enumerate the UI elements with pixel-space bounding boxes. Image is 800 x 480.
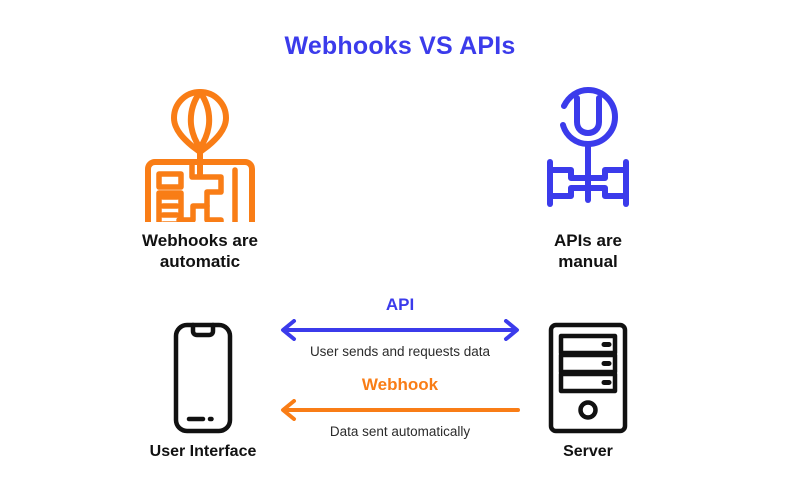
comparison-item-webhooks: Webhooks are automatic xyxy=(80,82,320,273)
page-title: Webhooks VS APIs xyxy=(284,32,516,60)
server-tower-icon xyxy=(488,312,688,434)
comparison-item-apis: APIs are manual xyxy=(468,82,708,273)
diagram-node-user-interface: User Interface xyxy=(103,312,303,461)
comparison-caption-webhooks: Webhooks are automatic xyxy=(142,231,258,272)
comparison-caption-apis: APIs are manual xyxy=(553,231,623,272)
smartphone-icon xyxy=(103,312,303,434)
manual-gear-shift-icon xyxy=(468,82,708,222)
flow-api: API User sends and requests data xyxy=(270,296,530,360)
automatic-gear-shift-icon xyxy=(80,82,320,222)
flow-description-webhook: Data sent automatically xyxy=(329,424,471,439)
diagram-node-server: Server xyxy=(488,312,688,461)
flow-label-webhook: Webhook xyxy=(361,375,439,394)
flow-label-api: API xyxy=(385,295,415,314)
diagram-node-label-server: Server xyxy=(563,443,613,460)
flow-description-api: User sends and requests data xyxy=(309,344,491,359)
diagram-node-label-user-interface: User Interface xyxy=(149,443,257,460)
flow-webhook: Webhook Data sent automatically xyxy=(270,376,530,440)
double-headed-arrow-icon xyxy=(281,319,519,341)
left-arrow-icon xyxy=(281,399,520,421)
